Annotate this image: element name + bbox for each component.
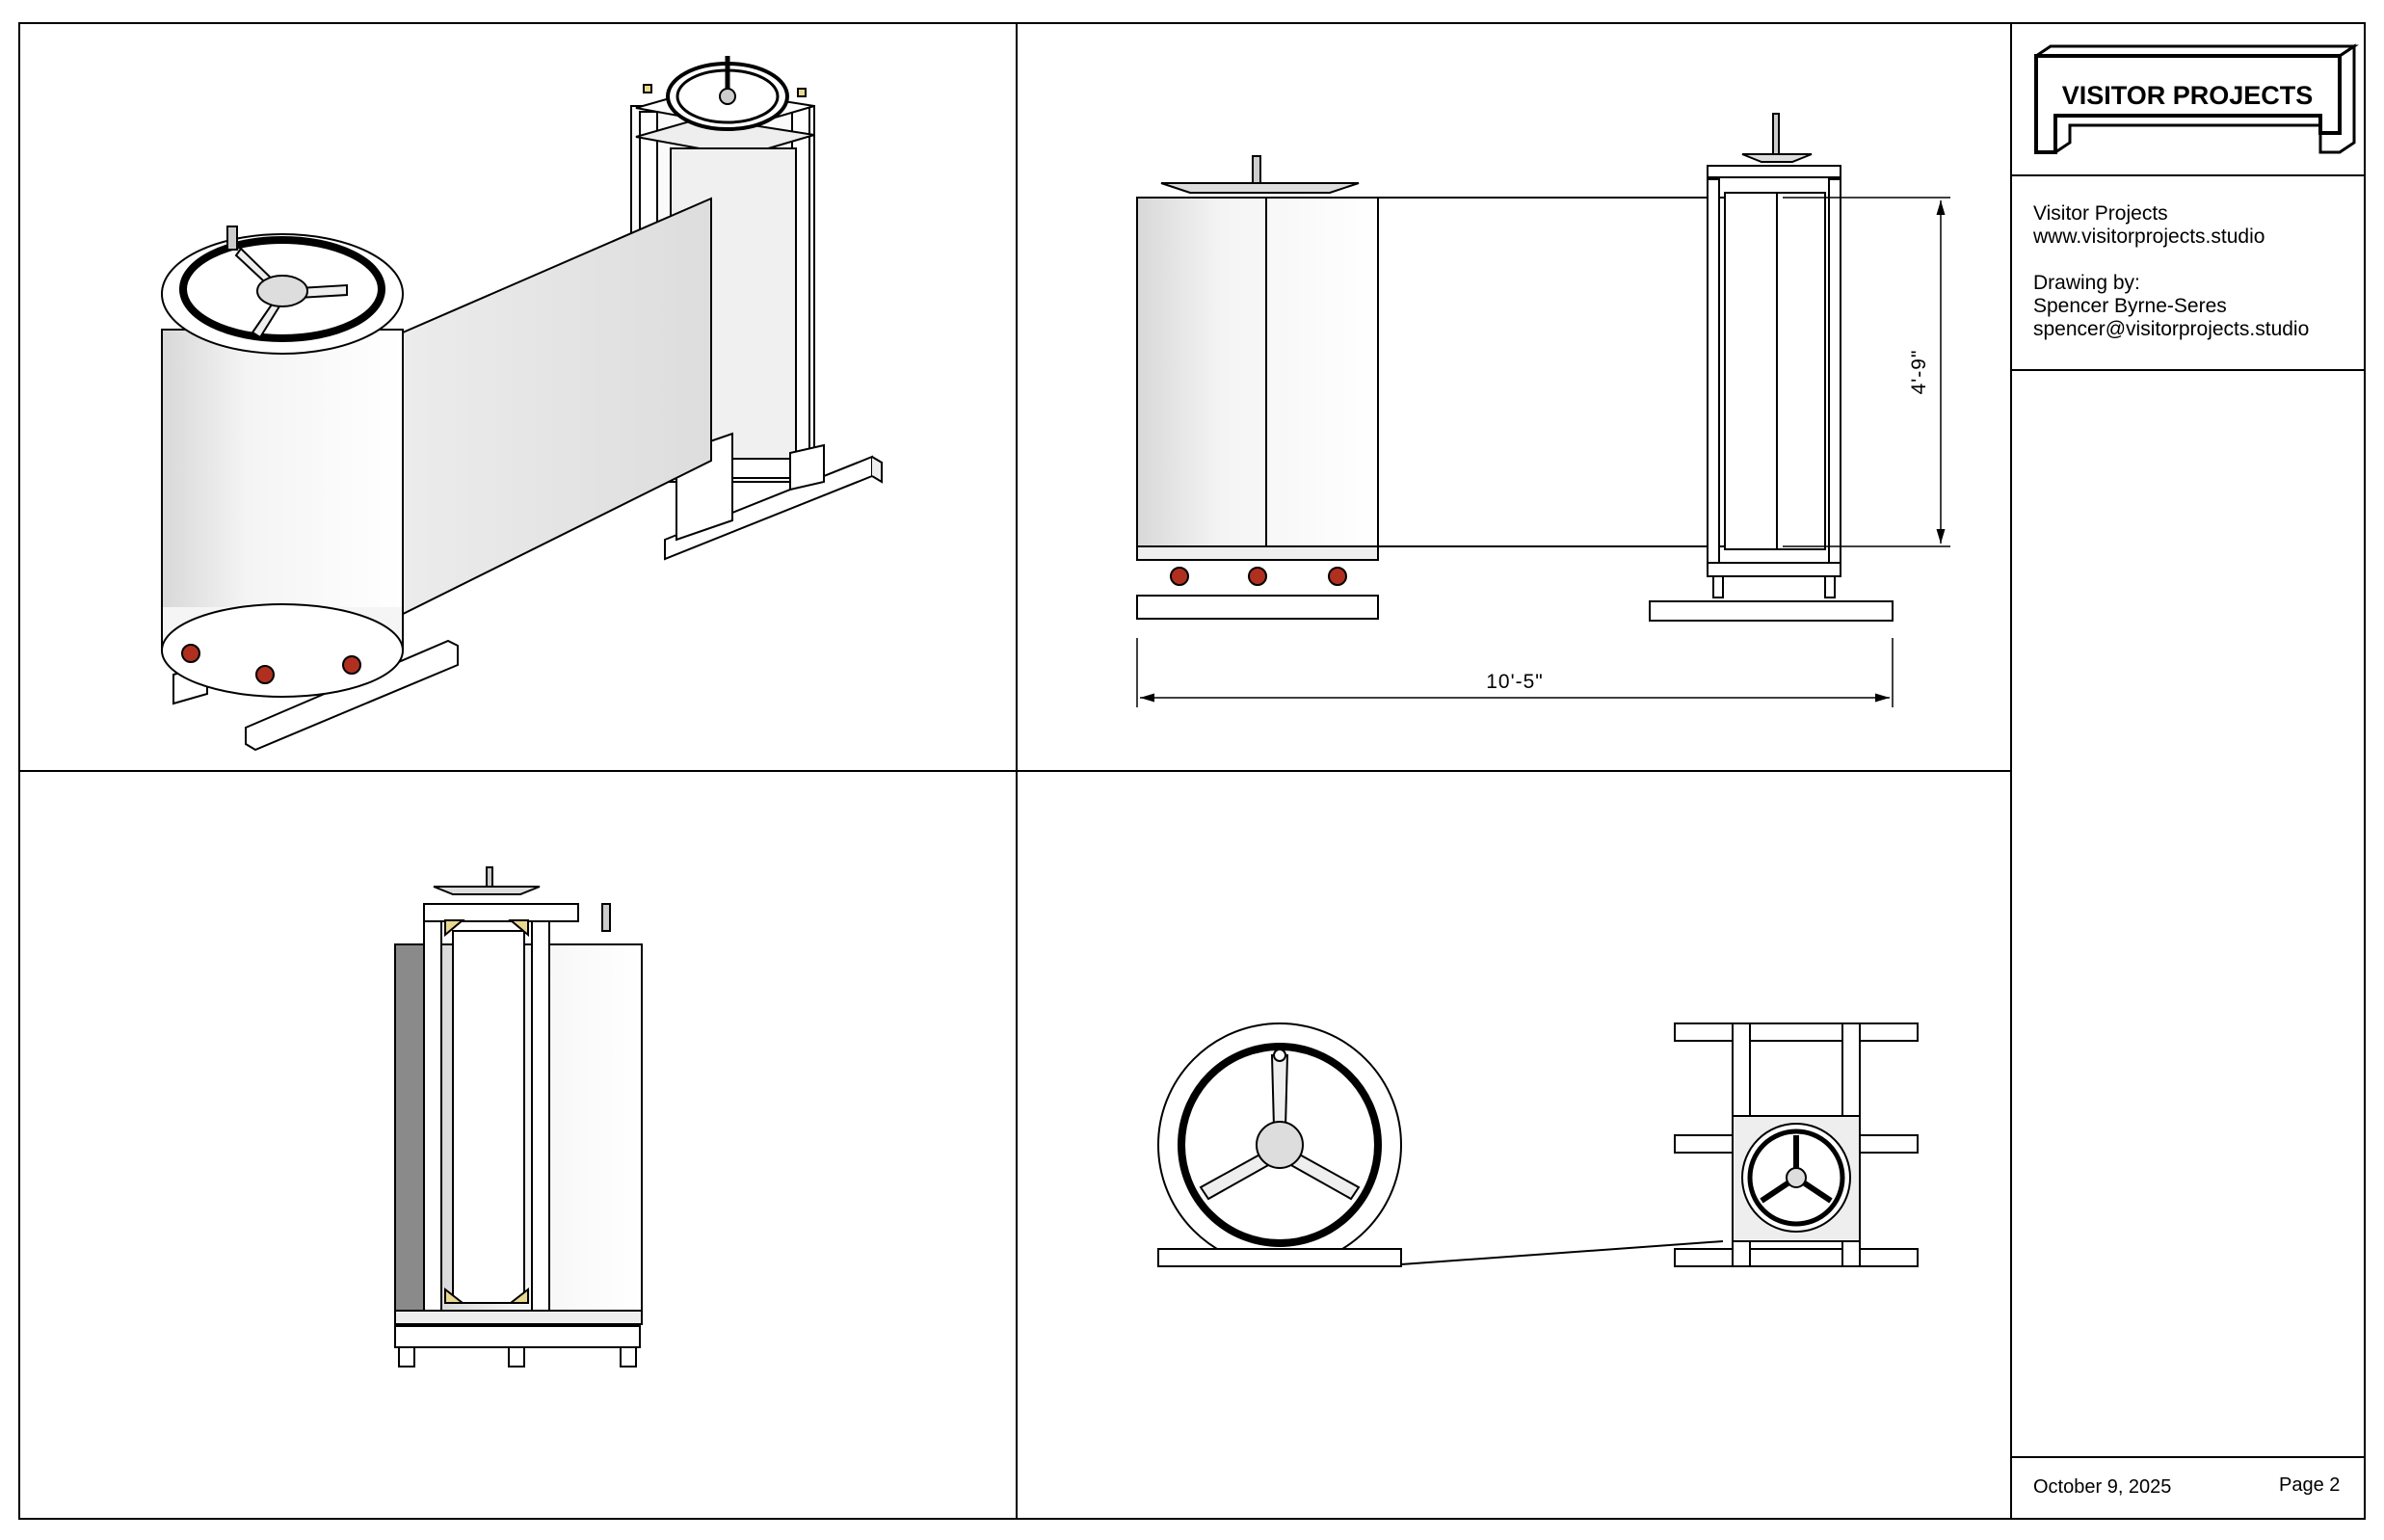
side-view [394, 866, 643, 1367]
top-frame [1674, 1022, 1919, 1267]
studio-info-block: Visitor Projects www.visitorprojects.stu… [2033, 202, 2309, 341]
author-email[interactable]: spencer@visitorprojects.studio [2033, 318, 2310, 340]
drawing-date: October 9, 2025 [2033, 1476, 2172, 1498]
width-dimension-label: 10'-5" [1486, 671, 1544, 693]
elevation-roll [1136, 155, 1379, 620]
studio-website[interactable]: www.visitorprojects.studio [2033, 226, 2265, 248]
top-roll [1157, 1022, 1402, 1267]
width-dimension [1136, 638, 1894, 707]
drawing-by-label: Drawing by: [2033, 272, 2140, 294]
elevation-paper-web [1377, 197, 1745, 547]
sheet-frame [18, 22, 2366, 1520]
top-view [1157, 1022, 1919, 1267]
page-number: Page 2 [2279, 1474, 2341, 1496]
iso-paper-web [358, 197, 712, 638]
height-dimension [1783, 197, 1950, 547]
author-name: Spencer Byrne-Seres [2033, 295, 2227, 317]
height-dimension-label: 4'-9" [1908, 350, 1930, 395]
visitor-projects-logo: VISITOR PROJECTS [2034, 43, 2359, 154]
logo-text: VISITOR PROJECTS [2062, 81, 2314, 110]
isometric-view [161, 56, 883, 752]
top-paper-web [1400, 1240, 1724, 1265]
elevation-view [1136, 113, 1950, 707]
studio-name: Visitor Projects [2033, 202, 2168, 225]
elevation-frame [1649, 113, 1894, 622]
iso-roll [161, 226, 404, 698]
